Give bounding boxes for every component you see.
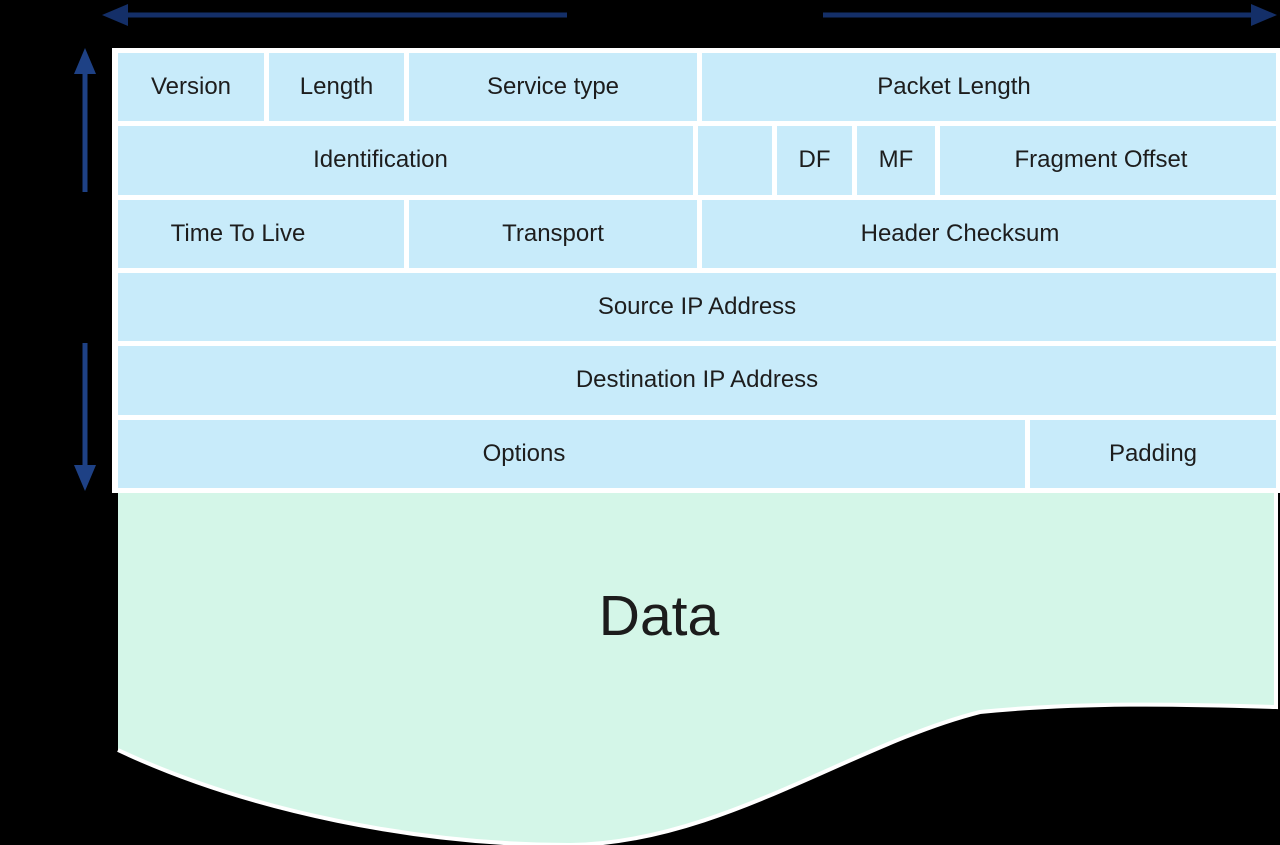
field-service-type: Service type <box>409 53 697 122</box>
arrow-up-icon <box>74 48 96 192</box>
field-padding: Padding <box>1030 419 1276 488</box>
header-fields-table: Version Length Service type Packet Lengt… <box>112 48 1280 493</box>
header-row-3: Time To Live Transport Header Checksum <box>118 199 1276 268</box>
field-destination-ip-address: Destination IP Address <box>118 346 1276 415</box>
header-row-6: Options Padding <box>118 419 1276 488</box>
arrow-down-icon <box>74 343 96 491</box>
field-header-length: Length <box>269 53 404 122</box>
header-row-5: Destination IP Address <box>118 346 1276 415</box>
field-fragment-offset: Fragment Offset <box>940 126 1276 195</box>
field-transport: Transport <box>409 199 697 268</box>
header-row-4: Source IP Address <box>118 272 1276 342</box>
data-section-label: Data <box>598 584 720 648</box>
field-time-to-live: Time To Live <box>118 199 404 268</box>
header-row-2: Identification DF MF Fragment Offset <box>118 126 1276 195</box>
field-packet-length: Packet Length <box>702 53 1276 122</box>
field-flag-reserved <box>698 126 772 195</box>
header-row-1: Version Length Service type Packet Lengt… <box>118 53 1276 122</box>
field-header-checksum: Header Checksum <box>702 199 1276 268</box>
field-options: Options <box>118 419 1025 488</box>
data-region-shape <box>117 493 1278 845</box>
field-df-flag: DF <box>777 126 852 195</box>
field-version: Version <box>118 53 264 122</box>
field-source-ip-address: Source IP Address <box>118 272 1276 342</box>
arrow-right-icon <box>823 4 1277 26</box>
field-mf-flag: MF <box>857 126 935 195</box>
arrow-left-icon <box>102 4 567 26</box>
field-identification: Identification <box>118 126 693 195</box>
